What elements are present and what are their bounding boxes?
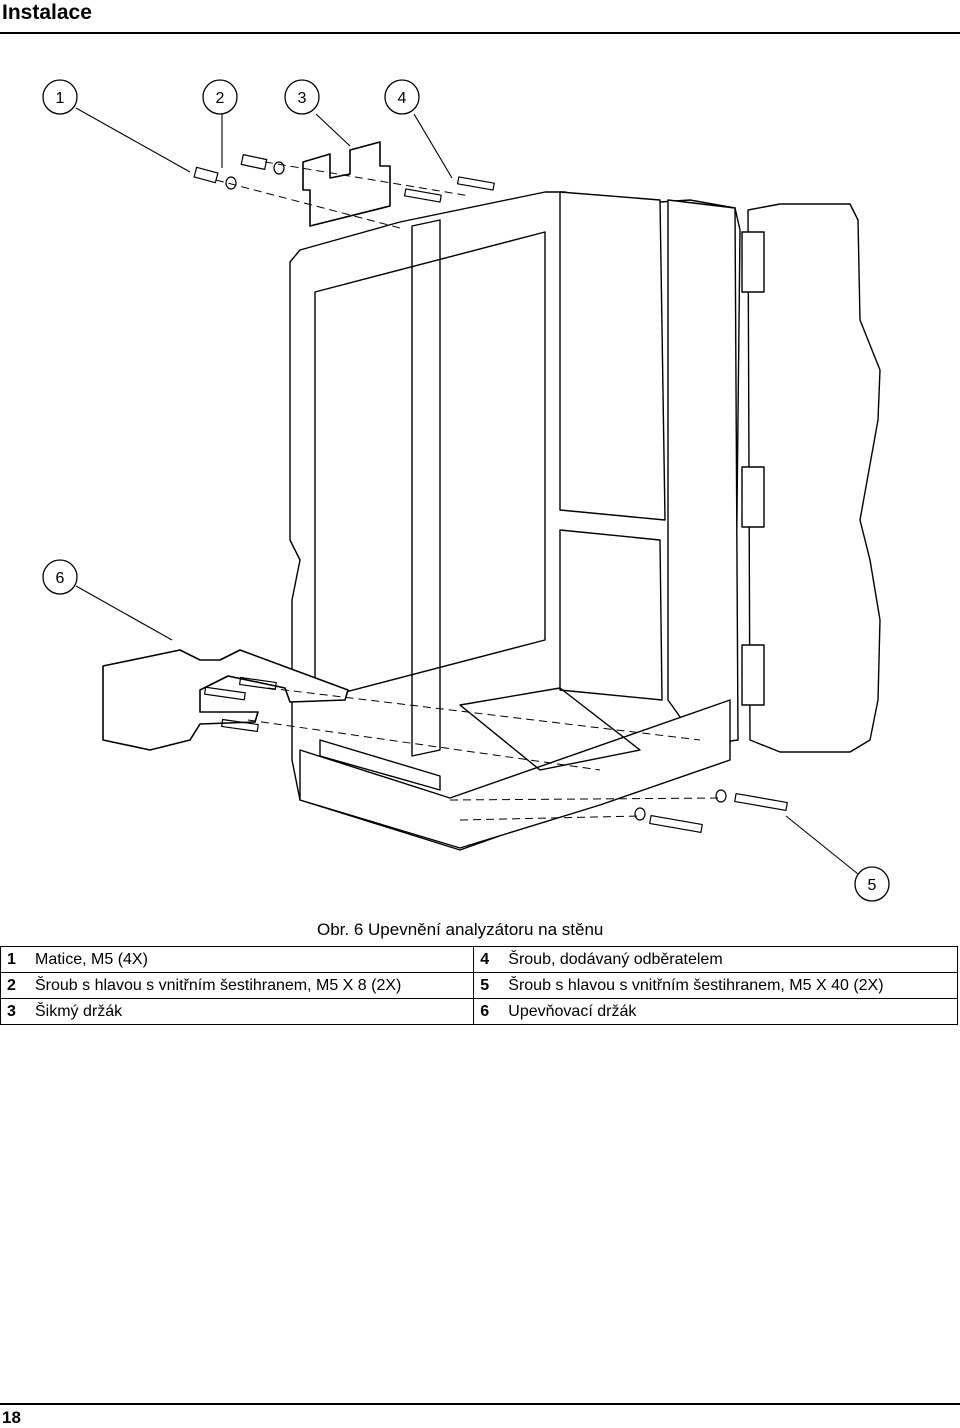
- legend-number: 2: [0, 972, 29, 999]
- figure-caption: Obr. 6 Upevnění analyzátoru na stěnu: [317, 920, 604, 939]
- hinge-middle: [741, 466, 765, 528]
- angled-bracket: [302, 141, 391, 227]
- page-number: 18: [2, 1408, 21, 1427]
- door-front: [667, 199, 739, 746]
- legend-text: Šroub, dodávaný odběratelem: [502, 946, 959, 973]
- center-rail: [411, 219, 441, 757]
- hinge-top: [741, 231, 765, 293]
- legend-number: 4: [473, 946, 503, 973]
- callout-label-1: 1: [56, 90, 65, 107]
- callout-2: [202, 79, 238, 115]
- callouts: [42, 79, 890, 902]
- bottom-tray: [299, 699, 731, 849]
- callout-5: [854, 866, 890, 902]
- legend-table: 1 Matice, M5 (4X) 4 Šroub, dodávaný odbě…: [0, 946, 959, 1025]
- legend-text: Matice, M5 (4X): [29, 946, 475, 973]
- mounting-bracket: [102, 649, 349, 751]
- callout-1: [42, 79, 78, 115]
- legend-text: Šroub s hlavou s vnitřním šestihranem, M…: [502, 972, 959, 999]
- table-row: 1 Matice, M5 (4X) 4 Šroub, dodávaný odbě…: [0, 946, 959, 973]
- legend-text: Šroub s hlavou s vnitřním šestihranem, M…: [29, 972, 475, 999]
- bottom-slot-right: [459, 687, 641, 771]
- callout-label-2: 2: [216, 90, 225, 107]
- callout-label-6: 6: [56, 570, 65, 587]
- footer-rule: [0, 1403, 960, 1405]
- callout-6: [42, 559, 78, 595]
- ribbed-column-bottom: [559, 529, 663, 701]
- wall-mount-drawing: 1 2 3 4 5 6: [42, 79, 890, 902]
- section-title: Instalace: [2, 1, 92, 24]
- callout-label-3: 3: [298, 90, 307, 107]
- legend-number: 3: [0, 998, 29, 1025]
- legend-number: 1: [0, 946, 29, 973]
- installation-figure: 1 2 3 4 5 6: [0, 40, 960, 920]
- back-plate: [314, 231, 546, 701]
- table-row: 3 Šikmý držák 6 Upevňovací držák: [0, 998, 959, 1025]
- callout-4: [384, 79, 420, 115]
- table-row: 2 Šroub s hlavou s vnitřním šestihranem,…: [0, 972, 959, 999]
- legend-number: 6: [473, 998, 503, 1025]
- callout-3: [284, 79, 320, 115]
- callout-label-4: 4: [398, 90, 407, 107]
- screws: [193, 154, 788, 834]
- assembly-lines: [215, 161, 721, 821]
- leader-lines: [75, 107, 859, 875]
- legend-text: Šikmý držák: [29, 998, 475, 1025]
- callout-label-5: 5: [868, 877, 877, 894]
- legend-text: Upevňovací držák: [502, 998, 959, 1025]
- bottom-slot-left: [319, 739, 441, 791]
- page-header: Instalace: [0, 0, 960, 34]
- ribbed-column-top: [559, 191, 666, 521]
- legend-number: 5: [473, 972, 503, 999]
- header-rule: [0, 32, 960, 34]
- hinge-bottom: [741, 644, 765, 706]
- enclosure-door: [747, 203, 881, 753]
